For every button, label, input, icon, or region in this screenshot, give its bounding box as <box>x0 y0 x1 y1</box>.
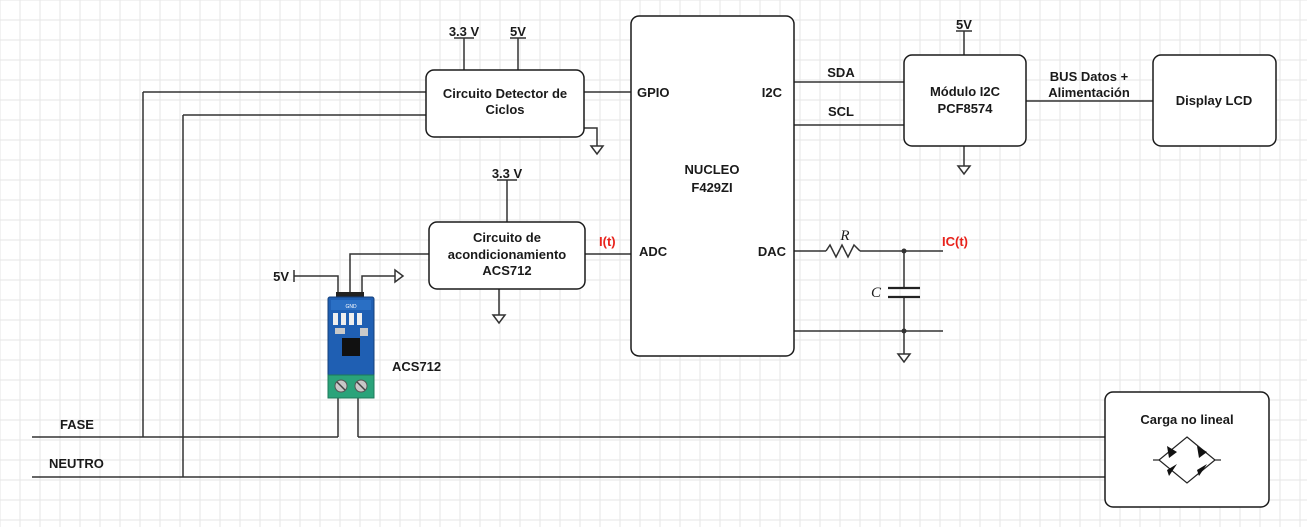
pin-gpio-label: GPIO <box>637 85 670 100</box>
nucleo-title-line2: F429ZI <box>691 180 732 195</box>
neutro-label: NEUTRO <box>49 456 104 471</box>
fase-label: FASE <box>60 417 94 432</box>
sensor-label: ACS712 <box>392 359 441 374</box>
sensor-out-wire <box>349 253 429 296</box>
resistor-label: R <box>839 228 849 244</box>
conditioning-title-line1: Circuito de <box>473 230 541 245</box>
cond-ground-icon <box>491 314 507 325</box>
filter-ground-icon <box>896 353 912 364</box>
sensor-pin-label-gnd: GND <box>345 304 357 310</box>
display-block <box>1152 54 1277 147</box>
pin-adc-label: ADC <box>639 244 668 259</box>
bus-label-line2: Alimentación <box>1048 85 1130 100</box>
i2c-5v-label: 5V <box>956 17 972 32</box>
dac-output-label: IC(t) <box>942 234 968 249</box>
i2c-module-title-line1: Módulo I2C <box>930 84 1001 99</box>
detector-33v-label: 3.3 V <box>449 24 480 39</box>
detector-title-line2: Ciclos <box>485 102 524 117</box>
supply-symbols <box>293 30 972 282</box>
sda-label: SDA <box>827 65 855 80</box>
i2c-module-title-line2: PCF8574 <box>938 101 994 116</box>
ground-symbols <box>394 145 972 364</box>
sensor-5v-wire <box>294 275 339 296</box>
i2c-module-block <box>903 54 1027 147</box>
sensor-ground-icon <box>394 268 405 284</box>
conditioning-title-line2: acondicionamiento <box>448 247 567 262</box>
load-title: Carga no lineal <box>1140 412 1233 427</box>
load-block <box>1104 391 1270 508</box>
conditioning-block <box>428 221 586 290</box>
capacitor-label: C <box>871 285 882 301</box>
bus-label-line1: BUS Datos + <box>1050 69 1129 84</box>
sensor-header <box>336 292 364 300</box>
nucleo-block <box>630 15 795 357</box>
sensor-chip <box>342 338 360 356</box>
sensor-5v-label: 5V <box>273 269 289 284</box>
detector-gnd-wire <box>584 127 598 146</box>
pin-i2c-label: I2C <box>762 85 783 100</box>
nucleo-title-line1: NUCLEO <box>685 162 740 177</box>
sensor-gnd-wire <box>361 275 395 296</box>
wires <box>32 31 1153 478</box>
detector-title-line1: Circuito Detector de <box>443 86 567 101</box>
conditioning-title-line3: ACS712 <box>482 263 531 278</box>
i2c-ground-icon <box>956 165 972 176</box>
detector-block <box>425 69 585 138</box>
detector-ground-icon <box>589 145 605 156</box>
filter-node-dot <box>901 248 907 254</box>
pin-dac-label: DAC <box>758 244 787 259</box>
bridge-rectifier-icon <box>1153 436 1221 484</box>
display-title: Display LCD <box>1176 93 1253 108</box>
current-signal-label: I(t) <box>599 234 616 249</box>
resistor-icon <box>825 243 861 259</box>
scl-label: SCL <box>828 104 854 119</box>
cond-33v-label: 3.3 V <box>492 166 523 181</box>
acs712-sensor-module: GND <box>327 292 375 399</box>
ground-node-dot <box>901 328 907 334</box>
capacitor-icon <box>888 286 920 299</box>
detector-5v-label: 5V <box>510 24 526 39</box>
